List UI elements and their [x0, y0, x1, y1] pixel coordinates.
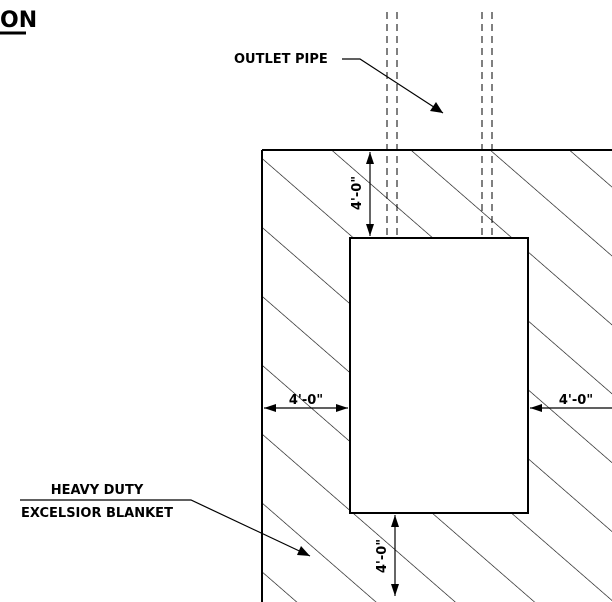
dimension-left-label: 4'-0"	[289, 393, 323, 408]
dimension-right-label: 4'-0"	[559, 393, 593, 408]
blanket-callout: HEAVY DUTY EXCELSIOR BLANKET	[20, 483, 311, 557]
blanket-label-line2: EXCELSIOR BLANKET	[21, 506, 173, 521]
dimension-top-label: 4'-0"	[350, 176, 365, 210]
dimension-right: 4'-0"	[530, 393, 612, 412]
title-fragment: ON	[0, 8, 37, 33]
outlet-pipe-callout: OUTLET PIPE	[234, 52, 444, 114]
outlet-pipe-left	[386, 12, 398, 238]
blanket-label-line1: HEAVY DUTY	[51, 483, 144, 498]
dimension-bottom: 4'-0"	[375, 515, 399, 596]
dimension-left: 4'-0"	[264, 393, 348, 412]
outlet-pipe-label: OUTLET PIPE	[234, 52, 328, 67]
dimension-top: 4'-0"	[350, 152, 374, 236]
dimension-bottom-label: 4'-0"	[375, 539, 390, 573]
outlet-pipe-right	[481, 12, 493, 238]
structure-block	[349, 237, 529, 514]
